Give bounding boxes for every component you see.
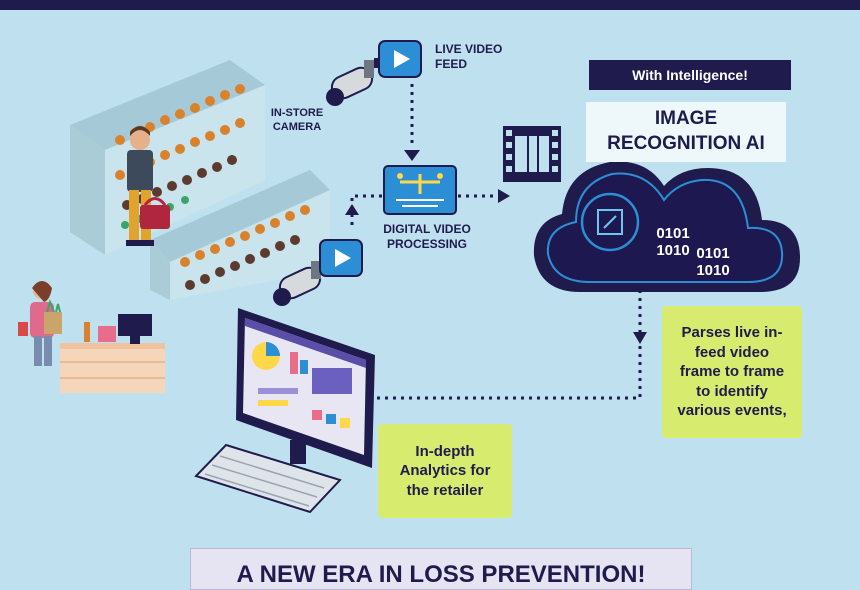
- binary-text-2: 0101 1010: [696, 245, 730, 279]
- digital-video-processing-label: DIGITAL VIDEO PROCESSING: [383, 222, 471, 251]
- film-strip-icon: [503, 126, 561, 182]
- parses-video-callout: Parses live in- feed video frame to fram…: [662, 306, 802, 438]
- live-video-feed-label: LIVE VIDEO FEED: [435, 42, 503, 71]
- camera-icon-top: [326, 58, 382, 106]
- top-bar: [0, 0, 860, 10]
- binary-text-1: 0101 1010: [656, 225, 690, 259]
- in-store-camera-label: IN-STORE CAMERA: [270, 107, 324, 133]
- loss-prevention-banner: A NEW ERA IN LOSS PREVENTION!: [190, 548, 692, 590]
- analytics-callout: In-depth Analytics for the retailer: [378, 424, 512, 518]
- with-intelligence-badge: With Intelligence!: [589, 60, 791, 90]
- processing-chip-icon: [383, 165, 457, 215]
- play-icon-bottom: [319, 239, 363, 277]
- store-shelves-illustration: [70, 60, 330, 300]
- shopper-figure: [126, 126, 170, 246]
- flow-connectors: [350, 84, 642, 400]
- ai-cloud-icon: [533, 161, 800, 292]
- keyboard-icon: [194, 443, 342, 514]
- play-icon-top: [378, 40, 422, 78]
- computer-monitor-icon: [236, 308, 375, 468]
- cashier-counter-illustration: [18, 281, 165, 393]
- flow-arrowheads: [345, 150, 647, 344]
- image-recognition-ai-title: IMAGE RECOGNITION AI: [586, 102, 786, 162]
